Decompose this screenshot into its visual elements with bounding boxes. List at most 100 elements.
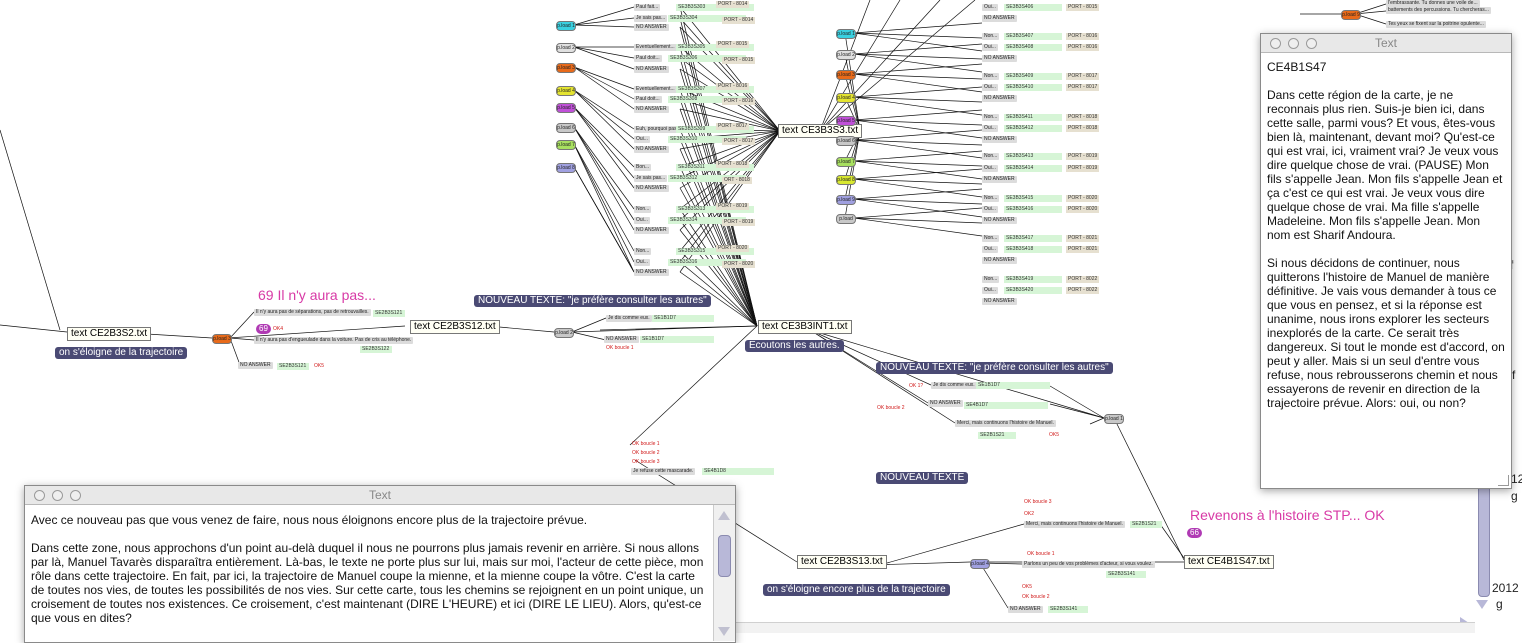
choice-option[interactable]: NO ANSWER	[604, 336, 639, 343]
choice-option[interactable]: Eventuellement...	[634, 44, 677, 51]
scroll-down-arrow-icon[interactable]	[718, 627, 730, 636]
choice-option[interactable]: Bon...	[634, 164, 652, 171]
choice-option[interactable]: Oui...	[982, 4, 998, 11]
text-body[interactable]: CE4B1S47 Dans cette région de la carte, …	[1267, 60, 1505, 410]
pload-node[interactable]: p.load 9	[1341, 10, 1361, 20]
text-body[interactable]: Avec ce nouveau pas que vous venez de fa…	[31, 513, 704, 625]
choice-option[interactable]: Je sais pas...	[634, 175, 668, 182]
choice-option[interactable]: Non...	[634, 206, 652, 213]
close-button-icon[interactable]	[34, 490, 45, 501]
text-node-ce4b1s47[interactable]: text CE4B1S47.txt	[1184, 555, 1274, 569]
pload-node[interactable]: p.load 7	[836, 157, 856, 167]
choice-option[interactable]: NO ANSWER	[634, 269, 669, 276]
pload-node[interactable]: p.load 3	[556, 63, 576, 73]
choice-option[interactable]: Je dis comme eux.	[606, 315, 652, 322]
choice-option[interactable]: Non...	[982, 276, 1000, 283]
window-titlebar[interactable]: Text	[1261, 34, 1511, 53]
window-titlebar[interactable]: Text	[25, 486, 735, 505]
choice-option[interactable]: Je refuse cette mascarade.	[631, 468, 696, 475]
text-window-right[interactable]: Text CE4B1S47 Dans cette région de la ca…	[1260, 33, 1512, 489]
choice-option[interactable]: Oui...	[982, 246, 998, 253]
choice-option[interactable]: Tes yeux se fixent sur la poitrine opule…	[1386, 21, 1486, 28]
choice-option[interactable]: NO ANSWER	[982, 217, 1017, 224]
highlight-label[interactable]: 69 Il n'y aura pas...	[258, 287, 376, 303]
pload-node[interactable]: p.load 8	[836, 175, 856, 185]
choice-option[interactable]: l'embrassante. Tu donnes une voile de...	[1386, 0, 1480, 7]
choice-option[interactable]: Parlons un peu de vos problèmes d'acteur…	[1022, 561, 1155, 568]
comment-label[interactable]: NOUVEAU TEXTE: "je préfère consulter les…	[876, 362, 1113, 374]
comment-label[interactable]: NOUVEAU TEXTE	[876, 472, 969, 484]
comment-label[interactable]: Ecoutons les autres.	[745, 340, 844, 352]
choice-option[interactable]: Je dis comme eux.	[931, 382, 977, 389]
text-node-ce2b3s12[interactable]: text CE2B3S12.txt	[410, 320, 500, 334]
pload-node[interactable]: p.load 3	[212, 334, 232, 344]
choice-option[interactable]: Oui...	[982, 287, 998, 294]
pload-node[interactable]: p.load 6	[836, 136, 856, 146]
choice-option[interactable]: Merci, mais continuons l'histoire de Man…	[1024, 521, 1125, 528]
choice-option[interactable]: Oui...	[982, 84, 998, 91]
pload-node[interactable]: p.load 3	[836, 70, 856, 80]
minimize-button-icon[interactable]	[52, 490, 63, 501]
choice-option[interactable]: Oui...	[982, 165, 998, 172]
text-node-ce2b3s2[interactable]: text CE2B3S2.txt	[67, 327, 152, 341]
choice-option[interactable]: Paul doit...	[634, 96, 662, 103]
pload-node[interactable]: p.load 1	[836, 29, 856, 39]
comment-label[interactable]: on s'éloigne encore plus de la trajectoi…	[763, 584, 950, 596]
choice-option[interactable]: NO ANSWER	[634, 24, 669, 31]
pload-node[interactable]: p.load 6	[556, 123, 576, 133]
choice-option[interactable]: Non...	[982, 195, 1000, 202]
pload-node[interactable]: p.load 4	[970, 559, 990, 569]
choice-option[interactable]: Euh, pourquoi pas...	[634, 126, 683, 133]
choice-option[interactable]: Non...	[982, 114, 1000, 121]
text-window-bottom[interactable]: Text Avec ce nouveau pas que vous venez …	[24, 485, 736, 643]
choice-option[interactable]: NO ANSWER	[238, 362, 273, 369]
pload-node[interactable]: p.load 5	[556, 103, 576, 113]
choice-option[interactable]: Merci, mais continuons l'histoire de Man…	[955, 420, 1056, 427]
text-node-ce3b3int1[interactable]: text CE3B3INT1.txt	[758, 320, 852, 334]
close-button-icon[interactable]	[1270, 38, 1281, 49]
scroll-down-arrow-icon[interactable]	[1476, 600, 1488, 609]
choice-option[interactable]: NO ANSWER	[634, 185, 669, 192]
zoom-button-icon[interactable]	[1306, 38, 1317, 49]
scrollbar-thumb[interactable]	[718, 535, 731, 577]
choice-option[interactable]: Paul doit...	[634, 55, 662, 62]
choice-option[interactable]: NO ANSWER	[634, 66, 669, 73]
choice-option[interactable]: Oui...	[634, 217, 650, 224]
pload-node[interactable]: p.load 2	[836, 50, 856, 60]
choice-option[interactable]: battements des percussions. Tu cherchera…	[1386, 7, 1491, 14]
choice-option[interactable]: NO ANSWER	[982, 298, 1017, 305]
choice-option[interactable]: NO ANSWER	[982, 55, 1017, 62]
pload-node[interactable]: p.load 2	[556, 43, 576, 53]
choice-option[interactable]: NO ANSWER	[982, 15, 1017, 22]
scroll-up-arrow-icon[interactable]	[718, 511, 730, 520]
pload-node[interactable]: p.load 7	[556, 140, 576, 150]
choice-option[interactable]: Il n'y aura pas d'engueulade dans la voi…	[254, 337, 414, 344]
choice-option[interactable]: Je sais pas...	[634, 15, 668, 22]
resize-grip-icon[interactable]	[1498, 475, 1509, 486]
choice-option[interactable]: Paul fait...	[634, 4, 661, 11]
choice-option[interactable]: NO ANSWER	[928, 400, 963, 407]
choice-option[interactable]: Oui...	[982, 125, 998, 132]
choice-option[interactable]: Non...	[634, 248, 652, 255]
text-node-ce2b3s13[interactable]: text CE2B3S13.txt	[797, 555, 887, 569]
choice-option[interactable]: Oui...	[982, 206, 998, 213]
pload-node[interactable]: p.load 10	[836, 214, 856, 224]
number-badge[interactable]: 69	[256, 324, 271, 334]
choice-option[interactable]: Oui...	[982, 44, 998, 51]
choice-option[interactable]: NO ANSWER	[982, 136, 1017, 143]
pload-node[interactable]: p.load 8	[556, 163, 576, 173]
choice-option[interactable]: NO ANSWER	[982, 257, 1017, 264]
choice-option[interactable]: Non...	[982, 73, 1000, 80]
zoom-button-icon[interactable]	[70, 490, 81, 501]
pload-node[interactable]: p.load 4	[836, 93, 856, 103]
choice-option[interactable]: NO ANSWER	[982, 95, 1017, 102]
pload-node[interactable]: p.load 5	[836, 116, 856, 126]
pload-node[interactable]: p.load 1	[1104, 414, 1124, 424]
number-badge[interactable]: 66	[1187, 528, 1202, 538]
pload-node[interactable]: p.load 1	[556, 21, 576, 31]
choice-option[interactable]: Il n'y aura pas de séparations, pas de r…	[254, 309, 371, 316]
choice-option[interactable]: Non...	[982, 33, 1000, 40]
pload-node[interactable]: p.load 9	[836, 195, 856, 205]
text-node-ce3b3s3[interactable]: text CE3B3S3.txt	[778, 124, 863, 138]
pload-node[interactable]: p.load 2	[554, 328, 574, 338]
